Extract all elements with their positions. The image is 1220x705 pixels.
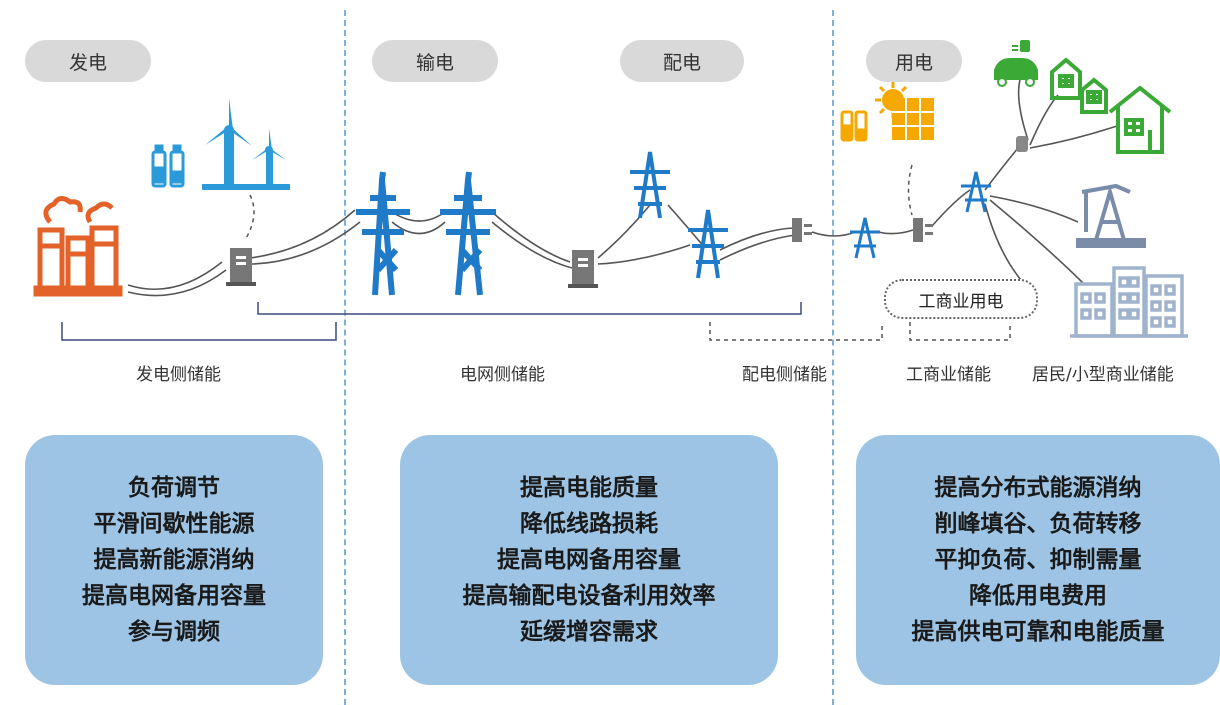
stage-pill-generation: 发电	[25, 40, 151, 82]
benefit-item: 削峰填谷、负荷转移	[934, 511, 1142, 537]
benefit-item: 降低线路损耗	[520, 511, 658, 537]
benefit-item: 提高输配电设备利用效率	[462, 583, 716, 609]
storage-cabinet-icon	[568, 250, 598, 288]
storage-cabinet-icon	[913, 218, 933, 242]
office-building-icon	[1070, 266, 1188, 338]
label-distribution-side-storage: 配电侧储能	[742, 365, 827, 385]
commercial-electricity-bubble: 工商业用电	[884, 279, 1038, 319]
benefit-item: 平滑间歇性能源	[93, 511, 255, 537]
battery-icon	[151, 144, 185, 188]
divider-left	[344, 10, 346, 705]
bubble-label: 工商业用电	[918, 291, 1004, 312]
benefit-item: 负荷调节	[128, 475, 220, 501]
stage-label: 配电	[662, 51, 701, 74]
benefit-item: 参与调频	[128, 619, 220, 645]
ev-charger-icon	[994, 40, 1038, 87]
transmission-tower-icon	[356, 171, 410, 296]
solar-panel-icon	[892, 98, 934, 140]
benefits-box-generation: 负荷调节 平滑间歇性能源 提高新能源消纳 提高电网备用容量 参与调频	[25, 435, 323, 685]
label-residential-storage: 居民/小型商业储能	[1032, 365, 1174, 385]
storage-brackets	[61, 302, 802, 341]
benefit-item: 平抑负荷、抑制需量	[934, 547, 1142, 573]
battery-icon	[840, 110, 868, 142]
storage-cabinet-icon	[1016, 136, 1028, 152]
storage-cabinet-icon	[792, 218, 812, 242]
divider-right	[832, 10, 834, 705]
label-commercial-storage: 工商业储能	[906, 365, 991, 385]
benefit-item: 降低用电费用	[969, 583, 1107, 609]
benefit-item: 提高供电可靠和电能质量	[911, 619, 1165, 645]
oil-pump-icon	[1076, 183, 1146, 248]
dashed-connectors	[244, 164, 913, 241]
transmission-tower-icon	[630, 151, 670, 219]
distribution-bracket	[709, 322, 1011, 341]
house-icon	[1108, 85, 1172, 154]
label-generation-side-storage: 发电侧储能	[136, 365, 221, 385]
transmission-tower-icon	[961, 171, 991, 213]
benefit-item: 提高新能源消纳	[93, 547, 255, 573]
stage-pill-distribution: 配电	[620, 40, 744, 82]
power-lines	[127, 79, 1121, 297]
storage-cabinet-icon	[226, 248, 256, 286]
stage-pill-consumption: 用电	[866, 40, 962, 82]
factory-icon	[33, 196, 123, 297]
benefit-item: 提高分布式能源消纳	[934, 475, 1142, 501]
benefit-item: 提高电网备用容量	[497, 547, 681, 573]
transmission-tower-icon	[440, 171, 496, 296]
wind-turbine-icon	[202, 98, 290, 190]
stage-label: 发电	[68, 51, 107, 74]
house-icon	[1050, 57, 1082, 100]
stage-label: 输电	[415, 51, 454, 74]
benefit-item: 提高电能质量	[520, 475, 658, 501]
stage-label: 用电	[894, 51, 933, 74]
benefits-box-grid: 提高电能质量 降低线路损耗 提高电网备用容量 提高输配电设备利用效率 延缓增容需…	[400, 435, 778, 685]
house-icon	[1080, 77, 1108, 114]
benefits-box-user: 提高分布式能源消纳 削峰填谷、负荷转移 平抑负荷、抑制需量 降低用电费用 提高供…	[856, 435, 1220, 685]
transmission-tower-icon	[850, 217, 880, 259]
benefit-item: 提高电网备用容量	[82, 583, 266, 609]
benefit-item: 延缓增容需求	[520, 619, 658, 645]
stage-pill-transmission: 输电	[372, 40, 498, 82]
transmission-tower-icon	[688, 209, 728, 279]
label-grid-side-storage: 电网侧储能	[460, 365, 545, 385]
